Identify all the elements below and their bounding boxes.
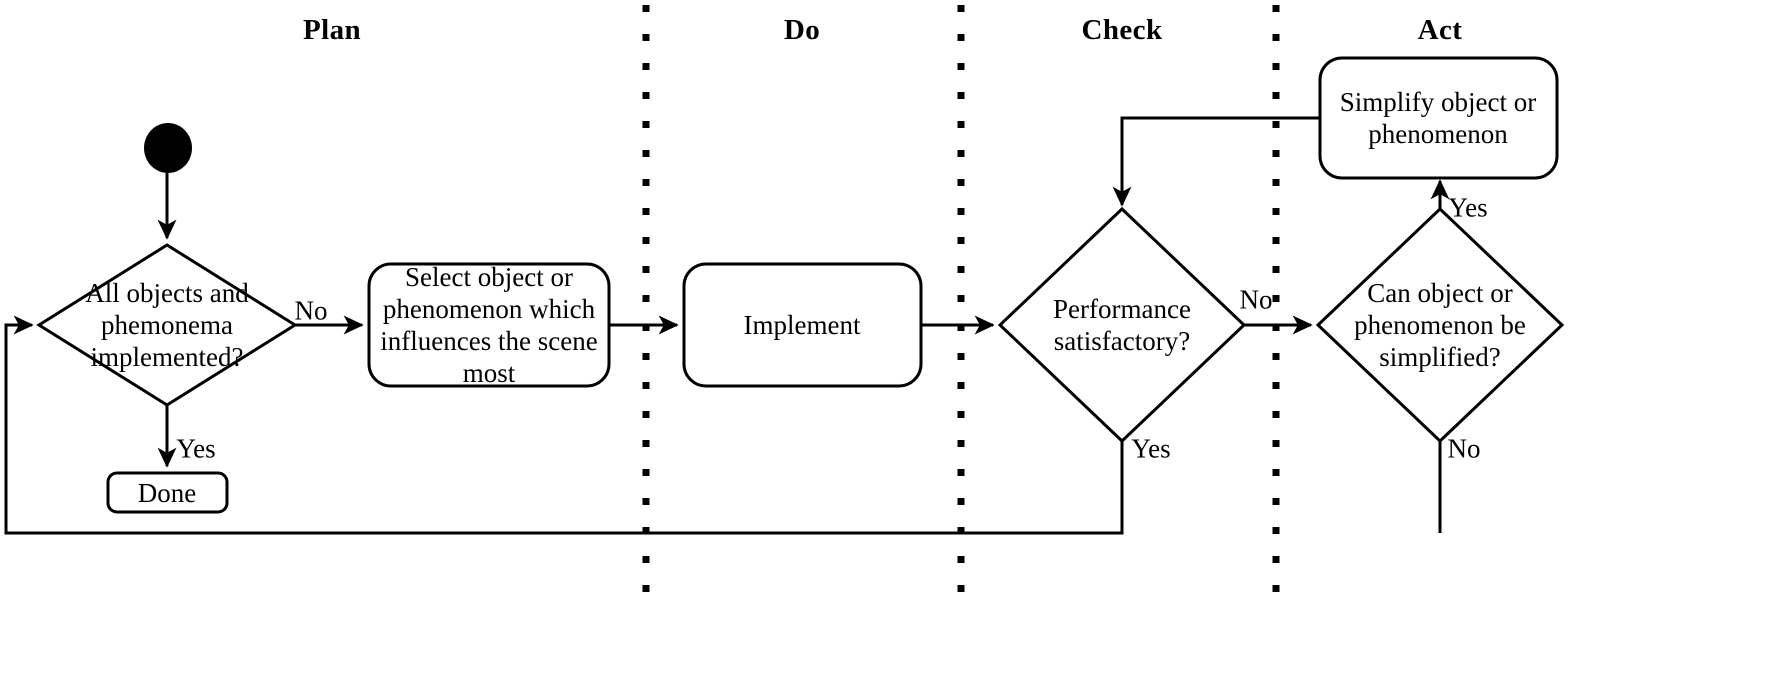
edge-label-cansimplify-yes: Yes <box>1448 192 1488 223</box>
edge-simplify-to-performance-line <box>1120 116 1320 202</box>
start-node[interactable] <box>144 123 192 173</box>
edge-label-decision-yes: Yes <box>176 433 216 464</box>
decision-all-implemented[interactable] <box>36 243 298 407</box>
edge-label-decision-no: No <box>294 295 328 326</box>
edge-label-performance-no: No <box>1239 284 1273 315</box>
edge-performance-yes-loop <box>4 325 1124 535</box>
process-select-object[interactable] <box>367 262 611 388</box>
edge-label-performance-yes: Yes <box>1131 433 1171 464</box>
terminal-done[interactable] <box>106 471 229 514</box>
process-implement[interactable] <box>682 262 923 388</box>
edge-loop-arrowhead <box>4 315 34 400</box>
swimlane-title-act: Act <box>1417 14 1463 46</box>
swimlane-title-do: Do <box>783 14 821 46</box>
process-simplify-object[interactable] <box>1318 56 1559 180</box>
swimlane-title-plan: Plan <box>303 14 361 46</box>
decision-can-simplify[interactable] <box>1315 206 1565 444</box>
swimlane-title-check: Check <box>1081 14 1163 46</box>
decision-performance-satisfactory[interactable] <box>997 206 1247 444</box>
edge-label-cansimplify-no: No <box>1447 433 1481 464</box>
